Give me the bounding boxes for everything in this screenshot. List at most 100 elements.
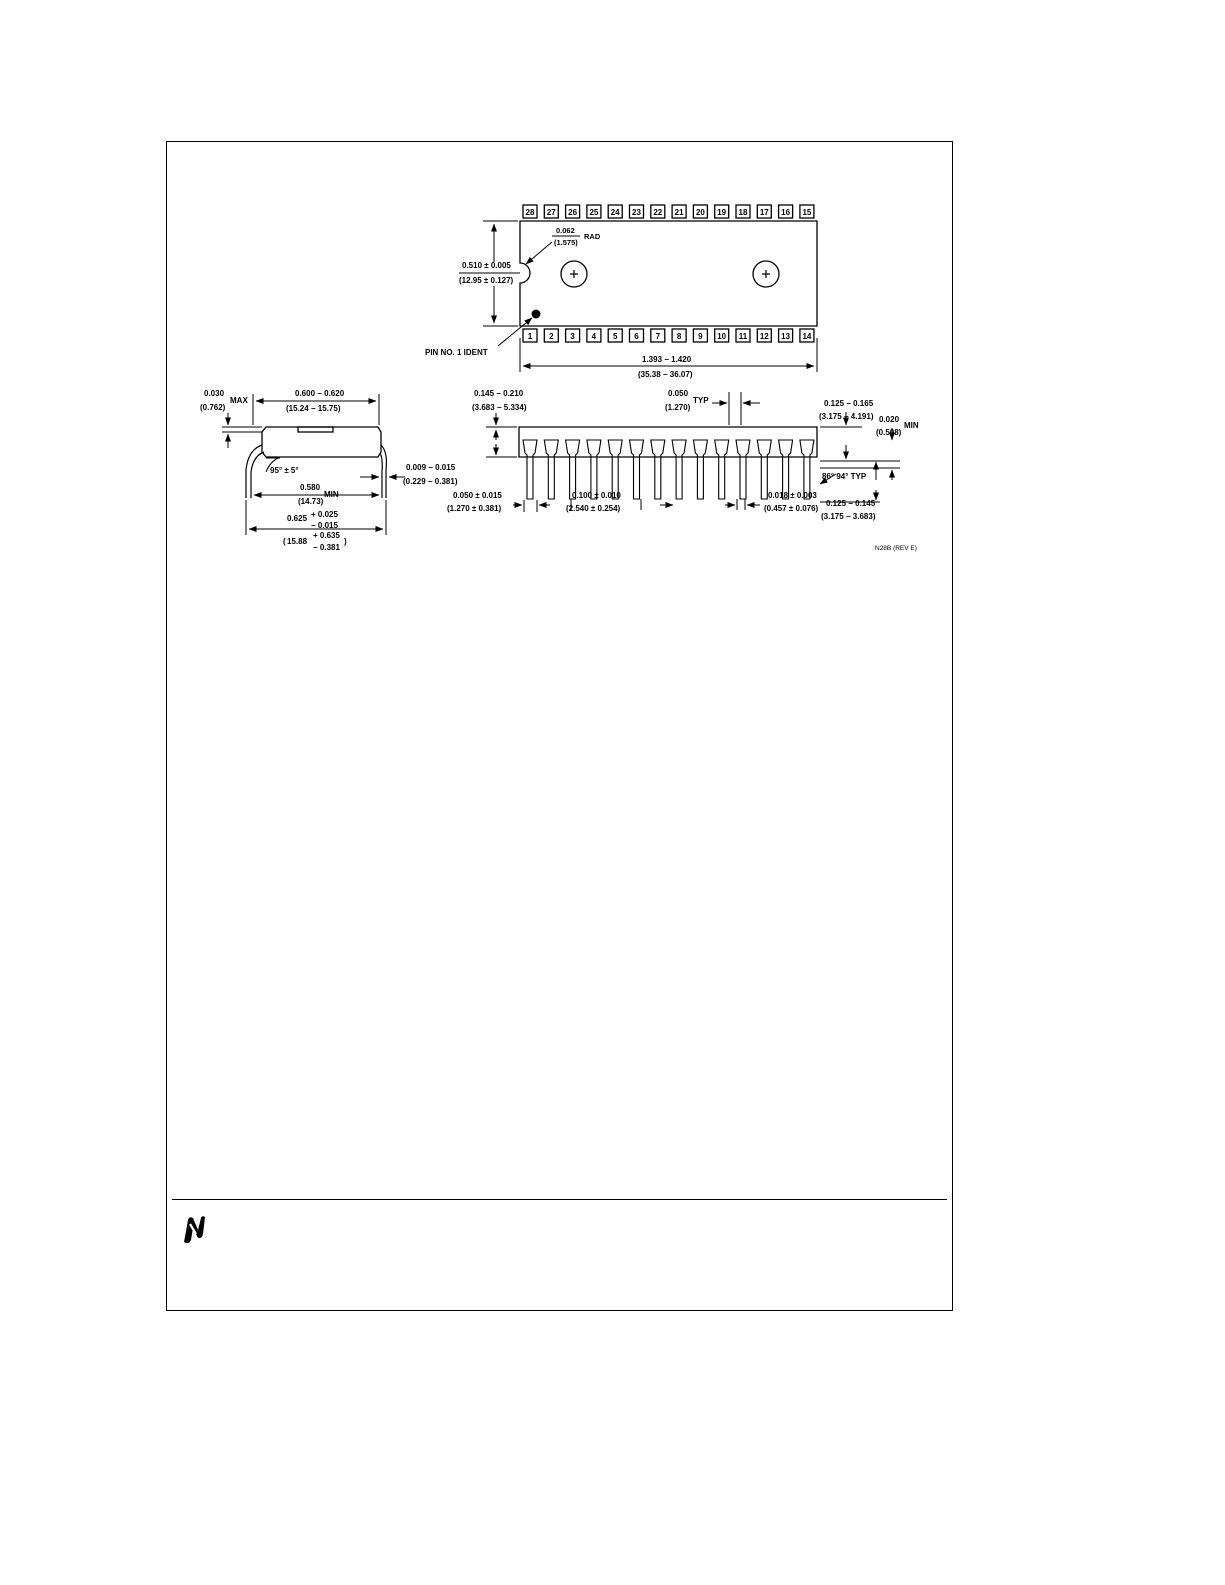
body-width-mm: (12.95 ± 0.127)	[459, 276, 514, 285]
top-pin-box	[756, 204, 772, 219]
top-pin-number: 15	[802, 208, 811, 217]
bottom-pin-number: 6	[634, 332, 639, 341]
top-pin-number: 27	[547, 208, 556, 217]
top-pin-number: 23	[632, 208, 641, 217]
side-view-lead	[714, 439, 730, 500]
bottom-pin-box	[564, 328, 581, 343]
spread-mm-minus: − 0.381	[313, 543, 340, 552]
standoff-inch: 0.020	[879, 415, 900, 424]
spread-plus: + 0.025	[311, 510, 338, 519]
top-pin-box	[628, 204, 645, 219]
angle-label: 95° ± 5°	[270, 466, 299, 475]
side-view-body	[518, 426, 818, 458]
top-view	[519, 204, 818, 343]
top-pin-box	[607, 204, 623, 219]
side-view-lead	[564, 439, 581, 500]
side-view-lead	[607, 439, 623, 500]
pitch-mm: (2.540 ± 0.254)	[566, 504, 621, 513]
bottom-pin-number: 1	[528, 332, 533, 341]
bottom-pin-box	[692, 328, 709, 343]
body-length-inch: 1.393 − 1.420	[642, 355, 692, 364]
side-view-lead	[522, 439, 538, 500]
top-pin-number: 21	[675, 208, 684, 217]
top-pin-box	[543, 204, 559, 219]
bottom-pin-box	[671, 328, 687, 343]
notch-radius-mm: (1.575)	[554, 238, 578, 247]
body-width-inch: 0.510 ± 0.005	[462, 261, 511, 270]
lead-length-inch: 0.125 − 0.145	[826, 499, 876, 508]
side-view-lead	[692, 439, 709, 500]
end-view-body	[261, 426, 382, 458]
row-width-inch: 0.600 − 0.620	[295, 389, 345, 398]
top-pin-box	[650, 204, 666, 219]
bottom-pin-number: 13	[781, 332, 790, 341]
standoff-mm: (0.508)	[876, 428, 902, 437]
body-height-mm: (3.683 − 5.334)	[472, 403, 527, 412]
bottom-pin-number: 9	[698, 332, 703, 341]
max-offset-inch: 0.030	[204, 389, 225, 398]
mounting-hole-right	[752, 260, 780, 288]
mounting-hole-left	[560, 260, 588, 288]
side-view-lead	[543, 439, 559, 500]
lead-angle-label: 86° 94° TYP	[822, 472, 867, 481]
bottom-pin-number: 4	[592, 332, 597, 341]
lead-thickness-mm: (0.229 − 0.381)	[403, 477, 458, 486]
side-view-lead	[777, 439, 794, 500]
top-pin-number: 19	[717, 208, 726, 217]
bottom-pin-number: 12	[760, 332, 769, 341]
bottom-pin-number: 14	[802, 332, 811, 341]
side-view-lead	[650, 439, 666, 500]
top-view-body	[519, 220, 818, 327]
top-pin-box	[586, 204, 602, 219]
max-offset-mm: (0.762)	[200, 403, 226, 412]
min-span-unit: MIN	[324, 490, 339, 499]
bottom-pin-number: 8	[677, 332, 682, 341]
bottom-pin-box	[628, 328, 645, 343]
spread-mm-close: )	[344, 537, 347, 546]
side-view-lead	[756, 439, 772, 500]
bottom-pin-number: 3	[570, 332, 575, 341]
lead-width-typ-unit: TYP	[693, 396, 709, 405]
top-pin-number: 24	[611, 208, 620, 217]
footer-divider	[172, 1199, 947, 1200]
row-width-mm: (15.24 − 15.75)	[286, 404, 341, 413]
side-view-lead	[628, 439, 645, 500]
shoulder-inch: 0.050 ± 0.015	[453, 491, 502, 500]
top-pin-number: 18	[739, 208, 748, 217]
top-pin-box	[692, 204, 709, 219]
seating-inch: 0.125 − 0.165	[824, 399, 874, 408]
bottom-pin-number: 5	[613, 332, 618, 341]
body-height-inch: 0.145 − 0.210	[474, 389, 524, 398]
standoff-unit: MIN	[904, 421, 919, 430]
drawing-frame	[166, 141, 953, 1311]
body-length-mm: (35.38 − 36.07)	[638, 370, 693, 379]
min-span-mm: (14.73)	[298, 497, 324, 506]
bottom-pin-box	[799, 328, 815, 343]
national-semiconductor-logo-icon	[184, 1216, 205, 1244]
top-pin-box	[735, 204, 751, 219]
spread-minus: − 0.015	[311, 521, 338, 530]
lead-width-typ-mm: (1.270)	[665, 403, 691, 412]
bottom-pin-number: 2	[549, 332, 554, 341]
top-pin-number: 22	[653, 208, 662, 217]
pin1-indicator	[531, 309, 541, 319]
drawing-id: N28B (REV E)	[875, 545, 917, 552]
bottom-pin-number: 10	[717, 332, 726, 341]
side-view-lead	[735, 439, 751, 500]
top-pin-box	[799, 204, 815, 219]
bottom-pin-box	[607, 328, 623, 343]
spread-mm-plus: + 0.635	[313, 531, 340, 540]
lead-width-typ-inch: 0.050	[668, 389, 689, 398]
max-offset-unit: MAX	[230, 396, 248, 405]
pitch-inch: 0.100 ± 0.010	[572, 491, 621, 500]
lead-length-mm: (3.175 − 3.683)	[821, 512, 876, 521]
top-pin-box	[564, 204, 581, 219]
end-view	[245, 426, 388, 498]
top-pin-box	[714, 204, 730, 219]
pin1-ident-label: PIN NO. 1 IDENT	[425, 348, 488, 357]
min-span-inch: 0.580	[300, 483, 321, 492]
bottom-pin-box	[756, 328, 772, 343]
side-view-lead	[586, 439, 602, 500]
seating-mm: (3.175 − 4.191)	[819, 412, 874, 421]
